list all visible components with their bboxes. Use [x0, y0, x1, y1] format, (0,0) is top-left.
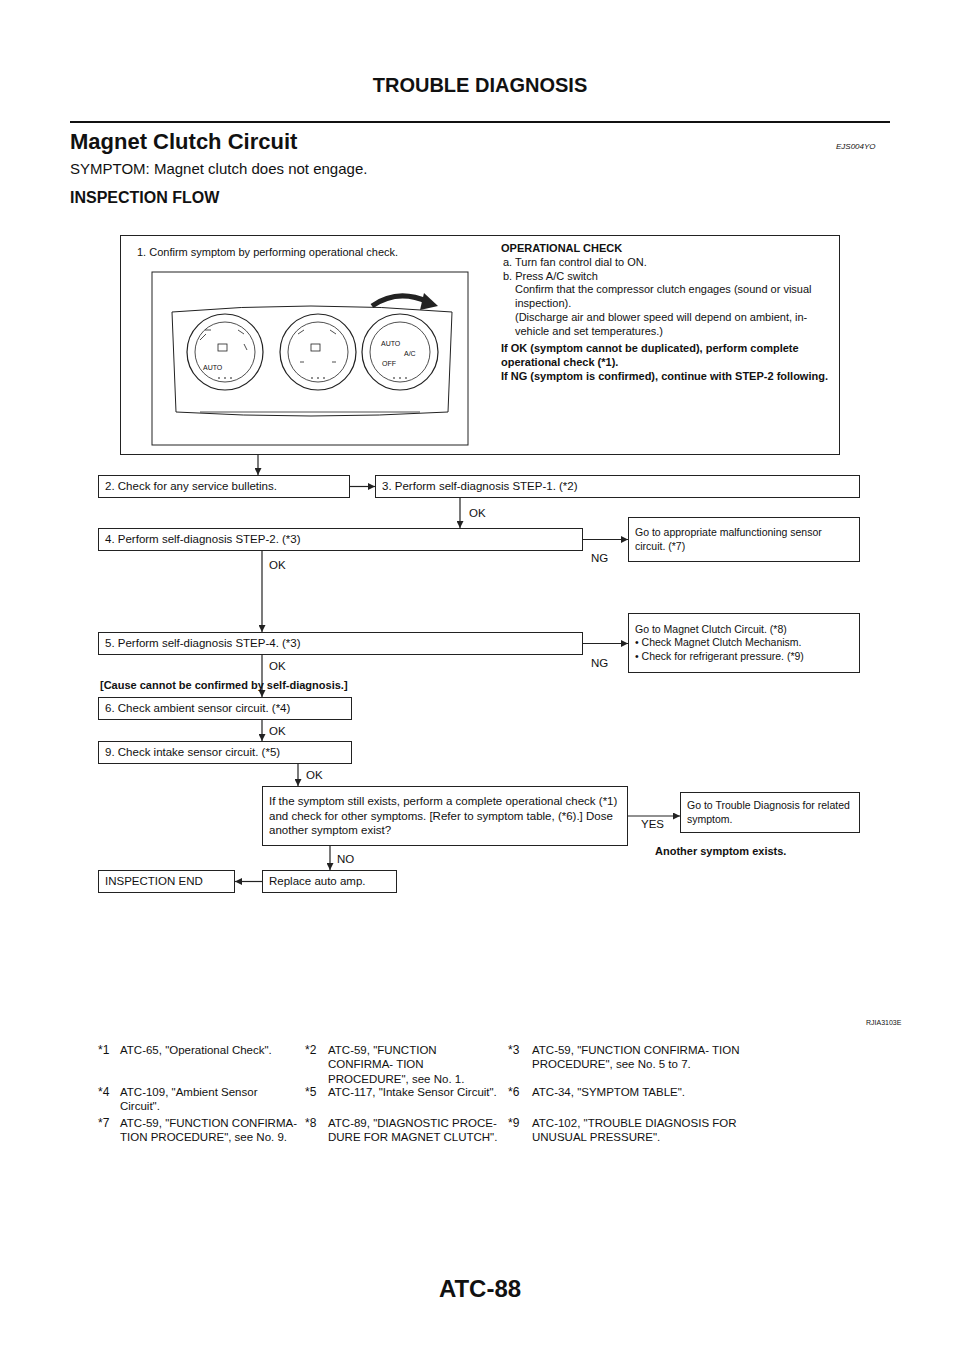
node-text: 3. Perform self-diagnosis STEP-1. (*2)	[382, 479, 853, 493]
footnote-mark: *5	[305, 1085, 316, 1100]
flow-connector	[261, 551, 262, 632]
control-panel-illustration	[152, 272, 468, 445]
footnote-reference: ATC-109, "Ambient Sensor Circuit".	[120, 1085, 300, 1114]
end-box: INSPECTION END	[98, 870, 235, 893]
node-text: Confirm that the compressor clutch engag…	[501, 283, 831, 311]
edge-label: OK	[268, 559, 287, 572]
dial-label: AUTO	[381, 340, 400, 349]
process-box: 6. Check ambient sensor circuit. (*4)	[98, 697, 352, 720]
footnote-reference: ATC-117, "Intake Sensor Circuit".	[328, 1085, 500, 1099]
edge-label: OK	[305, 769, 324, 782]
dial-label: AUTO	[203, 364, 222, 373]
node-text: 4. Perform self-diagnosis STEP-2. (*3)	[105, 532, 576, 546]
node-text: Go to appropriate malfunctioning sensor …	[635, 526, 853, 552]
footnote-reference: ATC-59, "FUNCTION CONFIRMA- TION PROCEDU…	[120, 1116, 300, 1145]
flow-connector	[257, 455, 258, 475]
flow-note: [Cause cannot be confirmed by self-diagn…	[100, 679, 348, 693]
symptom-text: SYMPTOM: Magnet clutch does not engage.	[70, 160, 367, 179]
node-text: 1. Confirm symptom by performing operati…	[137, 246, 477, 260]
footnote-mark: *7	[98, 1116, 109, 1131]
edge-label: OK	[468, 507, 487, 520]
footnote-reference: ATC-59, "FUNCTION CONFIRMA- TION PROCEDU…	[328, 1043, 500, 1086]
dial-label: A/C	[404, 350, 416, 359]
process-box: 2. Check for any service bulletins.	[98, 475, 350, 498]
node-text: INSPECTION END	[105, 874, 228, 888]
section-title: Magnet Clutch Circuit	[70, 128, 297, 156]
node-text: 2. Check for any service bulletins.	[105, 479, 343, 493]
edge-label: NG	[590, 552, 609, 565]
page-header: TROUBLE DIAGNOSIS	[0, 74, 960, 97]
subheading: INSPECTION FLOW	[70, 188, 219, 208]
flow-connector	[329, 846, 330, 870]
flow-connector	[261, 720, 262, 741]
footnote-reference: ATC-34, "SYMPTOM TABLE".	[532, 1085, 747, 1099]
result-box: Go to Magnet Clutch Circuit. (*8)• Check…	[628, 613, 860, 673]
node-text: b. Press A/C switch	[501, 270, 831, 284]
node-text: • Check Magnet Clutch Mechanism.	[635, 636, 853, 649]
process-box: 3. Perform self-diagnosis STEP-1. (*2)	[375, 475, 860, 498]
flow-note: Another symptom exists.	[655, 845, 786, 859]
node-text: 9. Check intake sensor circuit. (*5)	[105, 745, 345, 759]
section-heading: OPERATIONAL CHECK	[501, 242, 831, 256]
node-text: (Discharge air and blower speed will dep…	[501, 311, 831, 339]
footnote-reference: ATC-59, "FUNCTION CONFIRMA- TION PROCEDU…	[532, 1043, 747, 1072]
flow-connector	[350, 486, 375, 487]
figure-code: RJIA3103E	[866, 1019, 901, 1028]
footnote-mark: *6	[508, 1085, 519, 1100]
node-text: If the symptom still exists, perform a c…	[269, 794, 621, 837]
node-text: If NG (symptom is confirmed), continue w…	[501, 370, 831, 384]
footnote-reference: ATC-102, "TROUBLE DIAGNOSIS FOR UNUSUAL …	[532, 1116, 747, 1145]
edge-label: OK	[268, 725, 287, 738]
footnote-reference: ATC-89, "DIAGNOSTIC PROCE- DURE FOR MAGN…	[328, 1116, 500, 1145]
footnote-reference: ATC-65, "Operational Check".	[120, 1043, 300, 1057]
node-text: Replace auto amp.	[269, 874, 390, 888]
edge-label: YES	[640, 818, 665, 831]
process-box: Replace auto amp.	[262, 870, 397, 893]
result-box: Go to appropriate malfunctioning sensor …	[628, 517, 860, 562]
process-box: 5. Perform self-diagnosis STEP-4. (*3)	[98, 632, 583, 655]
footnote-mark: *4	[98, 1085, 109, 1100]
flow-connector	[583, 539, 628, 540]
node-text: Go to Trouble Diagnosis for related symp…	[687, 799, 853, 825]
flow-connector	[583, 643, 628, 644]
node-text: 6. Check ambient sensor circuit. (*4)	[105, 701, 345, 715]
node-text: • Check for refrigerant pressure. (*9)	[635, 650, 853, 663]
edge-label: NO	[336, 853, 355, 866]
node-text: 5. Perform self-diagnosis STEP-4. (*3)	[105, 636, 576, 650]
process-box: 9. Check intake sensor circuit. (*5)	[98, 741, 352, 764]
edge-label: NG	[590, 657, 609, 670]
reference-code: EJS004YO	[836, 142, 876, 152]
header-rule	[70, 121, 890, 123]
footnote-mark: *2	[305, 1043, 316, 1058]
footnote-mark: *8	[305, 1116, 316, 1131]
edge-label: OK	[268, 660, 287, 673]
dial-label: OFF	[382, 360, 396, 369]
result-box: Go to Trouble Diagnosis for related symp…	[680, 792, 860, 833]
operational-check-box: 1. Confirm symptom by performing operati…	[120, 235, 840, 455]
process-box: 4. Perform self-diagnosis STEP-2. (*3)	[98, 528, 583, 551]
node-text: a. Turn fan control dial to ON.	[501, 256, 831, 270]
flow-connector	[459, 498, 460, 528]
node-text: If OK (symptom cannot be duplicated), pe…	[501, 342, 831, 370]
flow-connector	[628, 815, 680, 816]
footnote-mark: *9	[508, 1116, 519, 1131]
flow-connector	[235, 881, 262, 882]
footnote-mark: *3	[508, 1043, 519, 1058]
footnote-mark: *1	[98, 1043, 109, 1058]
node-text: Go to Magnet Clutch Circuit. (*8)	[635, 623, 853, 636]
page-number: ATC-88	[0, 1274, 960, 1304]
flow-connector	[297, 764, 298, 786]
decision-box: If the symptom still exists, perform a c…	[262, 786, 628, 846]
